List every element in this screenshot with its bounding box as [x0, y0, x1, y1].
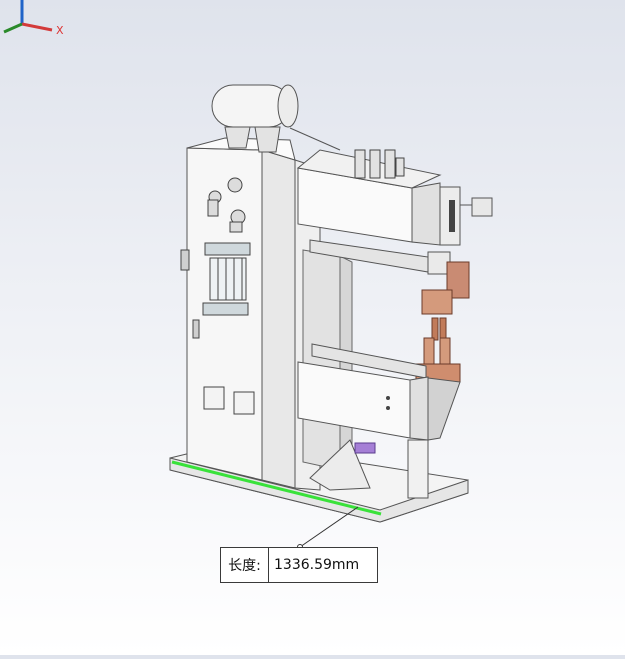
triad-x-label: X — [56, 24, 64, 37]
cabinet-window-left — [203, 386, 225, 410]
cabinet-side — [261, 149, 296, 489]
solenoid-valves — [354, 149, 405, 179]
air-tank — [211, 84, 341, 153]
pneumatic-regulators — [207, 177, 246, 233]
measure-value: 1336.59mm — [274, 557, 360, 573]
upper-electrode — [421, 251, 470, 341]
foot-pedal[interactable] — [354, 442, 376, 454]
upper-arm — [296, 149, 493, 273]
triad-x-axis — [21, 22, 53, 32]
gauge-panel — [180, 242, 251, 339]
measured-edge[interactable] — [171, 460, 382, 516]
lower-arm — [297, 343, 461, 441]
coordinate-triad: X — [0, 0, 70, 40]
measure-callout[interactable]: 长度: 1336.59mm — [220, 547, 378, 583]
triad-y-axis — [3, 22, 23, 34]
dimension-leader — [299, 506, 359, 548]
cabinet-window-right — [233, 391, 255, 415]
measure-label: 长度: — [221, 548, 269, 582]
